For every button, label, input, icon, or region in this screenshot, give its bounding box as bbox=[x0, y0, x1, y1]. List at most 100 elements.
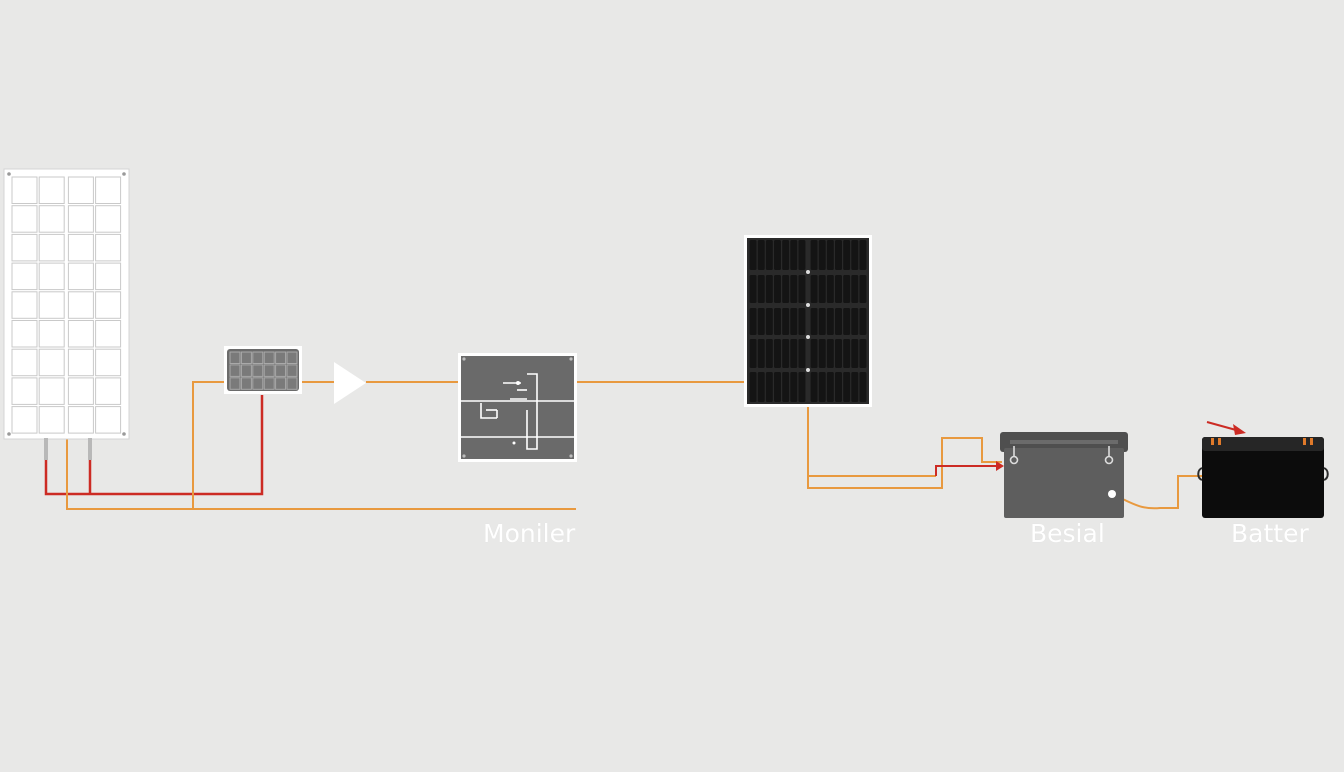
panel-cell bbox=[67, 291, 94, 319]
red-arrowhead-unit bbox=[996, 461, 1004, 471]
panel-cell bbox=[818, 308, 826, 335]
panel-cell bbox=[859, 240, 867, 270]
panel-joint-dot bbox=[806, 270, 810, 274]
panel-cell bbox=[11, 262, 38, 291]
panel-cell bbox=[38, 233, 65, 262]
panel-cell bbox=[67, 348, 94, 377]
battery-terminal-right-2 bbox=[1310, 438, 1313, 445]
panel-cell bbox=[229, 351, 241, 364]
large-solar-panel bbox=[3, 168, 130, 460]
unit-terminal-dot bbox=[1108, 490, 1116, 498]
panel-cell bbox=[67, 377, 94, 405]
panel-cell bbox=[826, 308, 834, 335]
arrow-right-icon bbox=[1206, 421, 1246, 435]
panel-cell bbox=[774, 339, 781, 368]
orange-wire-unit-to-battery bbox=[1111, 475, 1204, 510]
panel-cell bbox=[38, 348, 65, 377]
panel-corner-tr bbox=[122, 172, 126, 176]
panel-cell bbox=[798, 372, 806, 402]
dark-solar-panel bbox=[744, 235, 872, 407]
panel-cell bbox=[765, 240, 773, 270]
triangle-right-icon bbox=[334, 362, 366, 404]
panel-cell bbox=[38, 176, 65, 204]
panel-cell bbox=[229, 377, 241, 390]
panel-cell bbox=[810, 240, 818, 270]
panel-corner-bl bbox=[7, 432, 11, 436]
orange-wire-panel-to-unit-1 bbox=[807, 406, 1002, 489]
panel-cell bbox=[782, 308, 790, 335]
panel-cell bbox=[11, 377, 38, 405]
panel-cell bbox=[749, 308, 757, 335]
panel-cell bbox=[38, 406, 65, 434]
battery-side-hook-left bbox=[1197, 467, 1203, 481]
panel-cell bbox=[798, 275, 806, 303]
panel-cell bbox=[818, 339, 826, 368]
panel-joint-dot bbox=[806, 368, 810, 372]
unit-label: Besial bbox=[1030, 519, 1105, 548]
panel-cell bbox=[11, 205, 38, 233]
panel-cell bbox=[765, 308, 773, 335]
panel-cell bbox=[851, 240, 859, 270]
panel-cell bbox=[774, 275, 781, 303]
panel-cell bbox=[95, 320, 122, 348]
monitor-screw-br bbox=[569, 454, 573, 458]
panel-cell bbox=[11, 291, 38, 319]
panel-cell bbox=[749, 275, 757, 303]
panel-cell bbox=[782, 372, 790, 402]
panel-cell bbox=[38, 205, 65, 233]
panel-cell bbox=[859, 275, 867, 303]
panel-cell bbox=[774, 240, 781, 270]
panel-cell bbox=[229, 364, 241, 377]
gray-unit bbox=[1000, 432, 1128, 518]
panel-cell bbox=[782, 240, 790, 270]
panel-cell bbox=[765, 372, 773, 402]
panel-cell bbox=[835, 308, 842, 335]
panel-cell bbox=[67, 176, 94, 204]
panel-cell bbox=[843, 372, 851, 402]
battery bbox=[1197, 437, 1329, 518]
panel-cell bbox=[67, 233, 94, 262]
panel-cell bbox=[95, 205, 122, 233]
panel-cell bbox=[95, 406, 122, 434]
panel-cell bbox=[757, 275, 765, 303]
panel-cell bbox=[851, 339, 859, 368]
large-panel-cells bbox=[11, 176, 122, 434]
panel-cell bbox=[774, 308, 781, 335]
battery-terminal-right bbox=[1303, 438, 1306, 445]
panel-cell bbox=[240, 351, 252, 364]
panel-cell bbox=[38, 291, 65, 319]
panel-cell bbox=[826, 339, 834, 368]
battery-terminal-left bbox=[1211, 438, 1214, 445]
panel-cell bbox=[790, 308, 798, 335]
panel-joint-dot bbox=[806, 303, 810, 307]
panel-cell bbox=[810, 339, 818, 368]
panel-cell bbox=[757, 308, 765, 335]
panel-cell bbox=[798, 339, 806, 368]
panel-cell bbox=[95, 262, 122, 291]
panel-cell bbox=[843, 275, 851, 303]
panel-cell bbox=[790, 372, 798, 402]
unit-clip-right bbox=[1104, 446, 1114, 465]
panel-cell bbox=[859, 308, 867, 335]
battery-terminal-left-2 bbox=[1218, 438, 1221, 445]
panel-cell bbox=[11, 406, 38, 434]
panel-cell bbox=[263, 351, 275, 364]
panel-cell bbox=[835, 275, 842, 303]
battery-side-hook-right bbox=[1323, 467, 1329, 481]
panel-cell bbox=[11, 320, 38, 348]
panel-cell bbox=[798, 240, 806, 270]
dark-panel-cells bbox=[749, 240, 867, 402]
panel-cell bbox=[95, 291, 122, 319]
panel-cell bbox=[818, 240, 826, 270]
panel-cell bbox=[859, 372, 867, 402]
monitor-screw-tl bbox=[462, 357, 466, 361]
red-wire-to-unit bbox=[935, 465, 996, 476]
battery-label: Batter bbox=[1231, 519, 1309, 548]
panel-cell bbox=[95, 377, 122, 405]
panel-cell bbox=[275, 377, 287, 390]
panel-cell bbox=[757, 240, 765, 270]
panel-cell bbox=[826, 240, 834, 270]
panel-cell bbox=[859, 339, 867, 368]
panel-cell bbox=[757, 372, 765, 402]
